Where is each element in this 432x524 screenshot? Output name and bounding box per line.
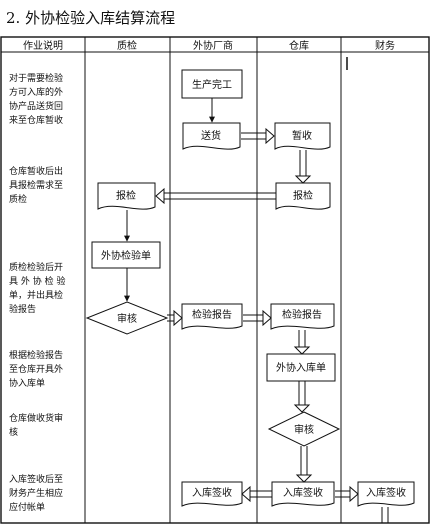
inspect-request-qc-doc [97, 182, 156, 210]
production-done-label: 生产完工 [192, 78, 232, 91]
temp-receive-doc [274, 122, 331, 150]
report-wh-doc [270, 303, 335, 330]
rail-sign-wh-to-vendor [241, 485, 272, 503]
wh-review-diamond [267, 411, 341, 447]
sign-finance-doc [357, 481, 415, 507]
inspect-request-qc-label: 报检 [116, 189, 136, 202]
inspection-sheet-label: 外协检验单 [101, 249, 151, 262]
note-warehouse-review: 仓库做收货审 核 [9, 414, 64, 438]
rail-inbound-to-review [293, 381, 311, 413]
page-title: 2. 外协检验入库结算流程 [6, 9, 176, 27]
note-finance-payable: 入库签收后至 财务产生相应 应付帐单 [9, 475, 64, 513]
inspect-request-wh-doc [275, 182, 331, 210]
rail-delivery-to-receive [241, 127, 275, 145]
report-vendor-label: 检验报告 [192, 308, 232, 321]
rail-receive-to-inspect [294, 150, 312, 184]
sign-finance-label: 入库签收 [366, 486, 406, 499]
column-headers: 作业说明 质检 外协厂商 仓库 财务 [23, 39, 395, 52]
inspection-sheet-box [91, 241, 161, 269]
sign-wh-doc [271, 481, 335, 507]
inbound-sheet-label: 外协入库单 [276, 361, 326, 374]
rail-report-to-inbound [293, 330, 311, 355]
wh-review-label: 审核 [294, 423, 314, 436]
rail-wh-to-qc-request [155, 187, 276, 205]
note-receive-for-inspection: 对于需要检验 方可入库的外 协产品送货回 来至仓库暂收 [9, 74, 64, 126]
note-inspection-request: 仓库暂收后出 具报检需求至 质检 [9, 167, 64, 205]
rail-sign-wh-to-finance [335, 485, 359, 503]
delivery-label: 送货 [201, 129, 221, 142]
header-qc: 质检 [117, 39, 137, 52]
rail-report-vendor-to-wh [243, 309, 272, 327]
temp-receive-label: 暂收 [292, 129, 312, 142]
qc-review-label: 审核 [117, 312, 137, 325]
inbound-sheet-box [266, 353, 336, 382]
header-vendor: 外协厂商 [193, 39, 233, 52]
delivery-doc [182, 122, 241, 150]
sign-vendor-label: 入库签收 [192, 486, 232, 499]
report-vendor-doc [181, 303, 243, 330]
header-finance: 财务 [375, 39, 395, 52]
header-warehouse: 仓库 [289, 39, 309, 52]
sign-wh-label: 入库签收 [283, 486, 323, 499]
note-inbound-sheet: 根据检验报告 至仓库开具外 协入库单 [9, 351, 64, 389]
qc-review-diamond [85, 301, 169, 335]
note-qc-inspection: 质检检验后开 具 外 协 检 验 单，并出具检 验报告 [9, 263, 66, 315]
rail-review-to-report-vendor [167, 309, 183, 327]
node-labels: 生产完工 送货 暂收 报检 报检 外协检验单 审核 检验报告 检验报告 外协入库… [101, 78, 406, 499]
table-frame [0, 36, 430, 524]
rail-review-to-sign [295, 446, 313, 483]
inspect-request-wh-label: 报检 [293, 189, 313, 202]
rail-finance-down [381, 507, 389, 523]
report-wh-label: 检验报告 [282, 308, 322, 321]
sign-vendor-doc [181, 481, 243, 507]
connectors [124, 98, 389, 523]
header-description: 作业说明 [23, 39, 63, 52]
